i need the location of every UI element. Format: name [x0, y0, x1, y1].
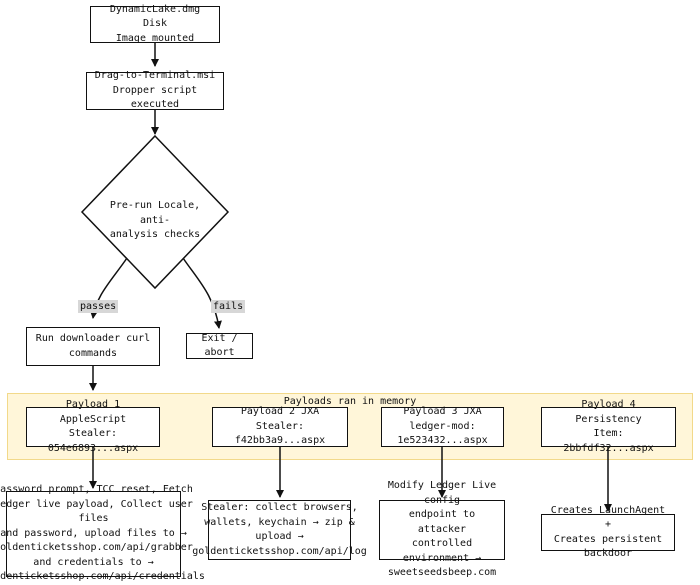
node-result1: Password prompt, TCC reset, Fetch ledger… [0, 484, 205, 583]
checks-diamond [80, 134, 230, 290]
label-passes: passes [78, 300, 119, 313]
node-mounted: DynamicLake.dmg Disk Image mounted [90, 4, 220, 44]
node-result3: Modify Ledger Live config endpoint to at… [379, 480, 505, 578]
label-fails: fails [211, 300, 246, 313]
node-payload4: Payload 4 Persistency Item: 2bbfdf32...a… [541, 399, 676, 454]
node-result2: Stealer: collect browsers, wallets, keyc… [192, 500, 367, 560]
node-result4: Creates LaunchAgent + Creates persistent… [541, 505, 675, 559]
node-payload1: Payload 1 AppleScript Stealer: 054e6893.… [26, 399, 160, 454]
node-payload3: Payload 3 JXA ledger-mod: 1e523432...asp… [381, 406, 504, 447]
node-exit: Exit / abort [186, 333, 253, 359]
node-payload2: Payload 2 JXA Stealer: f42bb3a9...aspx [212, 406, 348, 447]
node-downloader: Run downloader curl commands [26, 327, 160, 366]
payloads-group-title: Payloads ran in memory [283, 396, 417, 407]
node-dropper: Drag-to-Terminal.msi Dropper script exec… [86, 70, 224, 110]
edge-checks-fails [182, 257, 222, 329]
node-checks: Pre-run Locale, anti- analysis checks [109, 200, 201, 240]
